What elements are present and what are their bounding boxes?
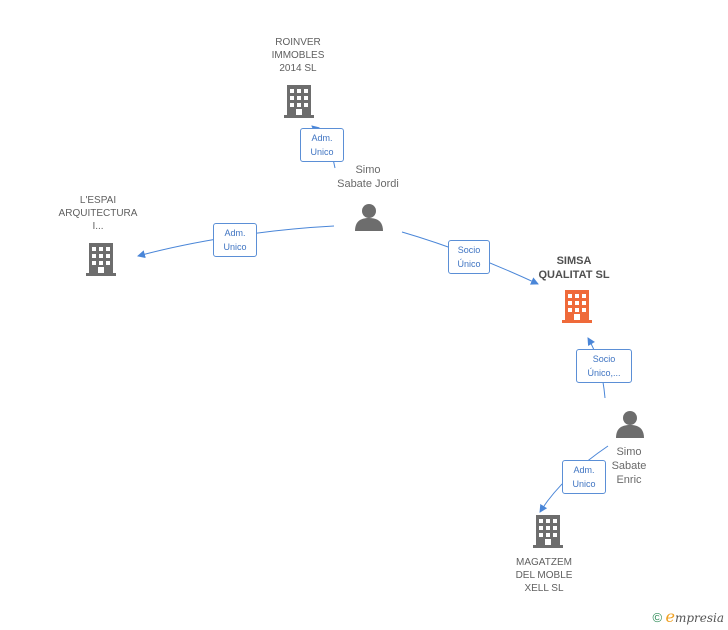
building-icon[interactable] — [562, 290, 592, 323]
node-label-lespai[interactable]: L'ESPAI ARQUITECTURA I... — [58, 195, 138, 232]
node-label-roinver[interactable]: ROINVER IMMOBLES 2014 SL — [271, 37, 325, 74]
brand-logo-text: mpresia — [674, 611, 724, 625]
building-icon[interactable] — [284, 85, 314, 118]
person-label-jordi[interactable]: Simo Sabate Jordi — [337, 164, 399, 190]
node-label-simsa[interactable]: SIMSA QUALITAT SL — [538, 255, 610, 281]
person-label-enric[interactable]: Simo Sabate Enric — [611, 446, 647, 486]
building-icon[interactable] — [533, 515, 563, 548]
edge-label-jordi-roinver: Adm. Unico — [300, 128, 344, 162]
edge-label-jordi-simsa: Socio Único — [448, 240, 490, 274]
person-icon[interactable] — [355, 204, 383, 231]
edge-label-jordi-lespai: Adm. Unico — [213, 223, 257, 257]
brand-footer[interactable]: © empresia — [653, 607, 724, 626]
edge-label-enric-simsa: Socio Único,... — [576, 349, 632, 383]
copyright-symbol: © — [652, 610, 663, 625]
building-icon[interactable] — [86, 243, 116, 276]
person-icon[interactable] — [616, 411, 644, 438]
edge-label-enric-magatzem: Adm. Unico — [562, 460, 606, 494]
brand-logo-e: e — [665, 607, 675, 626]
node-label-magatzem[interactable]: MAGATZEM DEL MOBLE XELL SL — [515, 557, 573, 594]
